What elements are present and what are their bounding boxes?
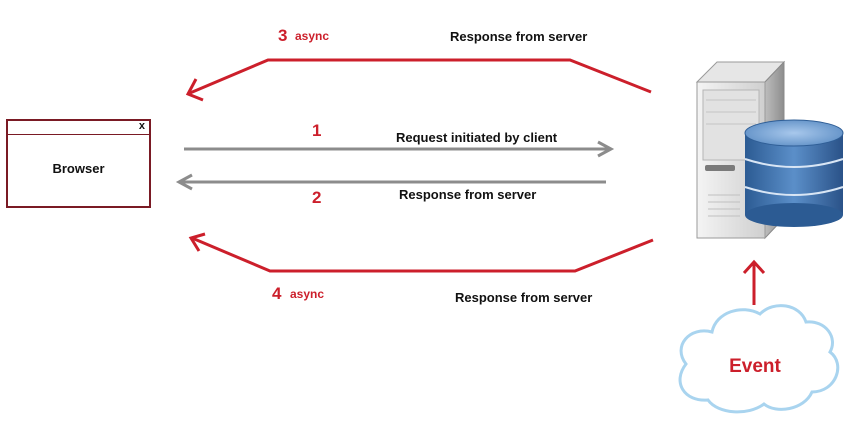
async-top-number: 3 [278,26,288,45]
response-label: Response from server [399,187,537,202]
async-bottom-number: 4 [272,284,282,303]
request-number: 1 [312,121,322,140]
browser-title-bar: x [8,120,149,135]
async-bottom-tag: async [290,287,325,301]
close-icon: x [138,120,145,132]
cloud-icon [678,304,840,414]
event-arrow [742,259,766,305]
request-arrow [184,140,615,158]
browser-label: Browser [52,161,105,176]
request-label: Request initiated by client [396,130,558,145]
event-label: Event [729,356,781,377]
async-top-tag: async [295,29,330,43]
server-database-icon [695,60,844,240]
response-arrow [175,173,606,191]
async-response-arrow-bottom [188,232,654,273]
browser-window: x Browser [6,119,151,208]
async-bottom-label: Response from server [455,290,593,305]
async-response-arrow-top [185,58,652,102]
async-top-label: Response from server [450,29,588,44]
response-number: 2 [312,188,322,207]
